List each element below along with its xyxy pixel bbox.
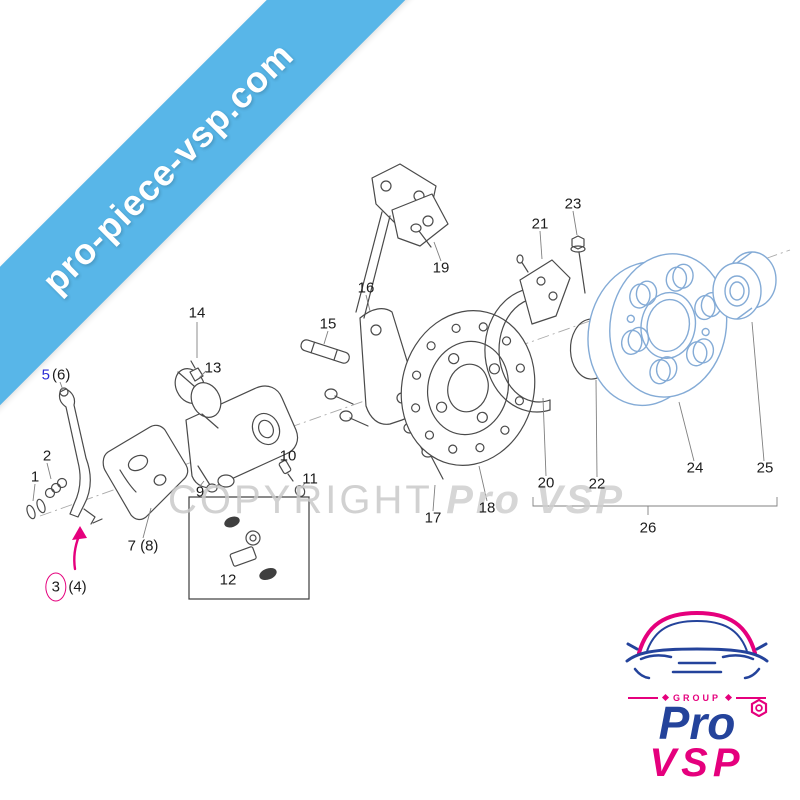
group-line-left — [627, 696, 658, 699]
disc-leader — [478, 465, 488, 502]
brake-disc-drawing — [400, 310, 536, 466]
bleed-screw-drawing — [189, 360, 207, 382]
logo-line1-row: Pro — [608, 698, 786, 746]
logo-group-row: GROUP — [608, 693, 786, 703]
highlight-arrow — [72, 526, 87, 571]
caliper-body-drawing — [174, 322, 299, 489]
handbrake-lever-drawing — [58, 381, 91, 518]
car-outline-icon — [625, 610, 769, 679]
hub-leader — [678, 401, 695, 462]
upper-bracket-drawing — [355, 163, 449, 319]
logo-vsp-text: VSP — [649, 741, 745, 785]
spring-drawing — [44, 462, 68, 499]
mounting-bracket-drawing — [102, 424, 189, 539]
assembly-group-bracket — [532, 497, 778, 515]
logo-group-label: GROUP — [672, 692, 721, 703]
nut-icon — [750, 698, 768, 717]
provsp-logo: GROUP Pro VSP — [608, 591, 786, 785]
seal-kit-box — [188, 496, 310, 600]
wheel-hub-drawing — [587, 253, 728, 407]
group-line-right — [736, 696, 766, 699]
hub-bolt-drawing — [570, 210, 586, 294]
cap-drawing — [294, 482, 306, 497]
caliper-bolt-drawing — [197, 465, 218, 493]
bearing-drawing — [712, 251, 777, 462]
adjuster-pin-drawing — [83, 508, 103, 525]
logo-pro-text: Pro — [658, 696, 736, 749]
brake-fitting-drawing — [278, 459, 294, 482]
small-bracket-drawing — [516, 230, 571, 325]
slide-pin-drawing — [300, 330, 350, 364]
washer-pin-drawing — [26, 483, 46, 520]
